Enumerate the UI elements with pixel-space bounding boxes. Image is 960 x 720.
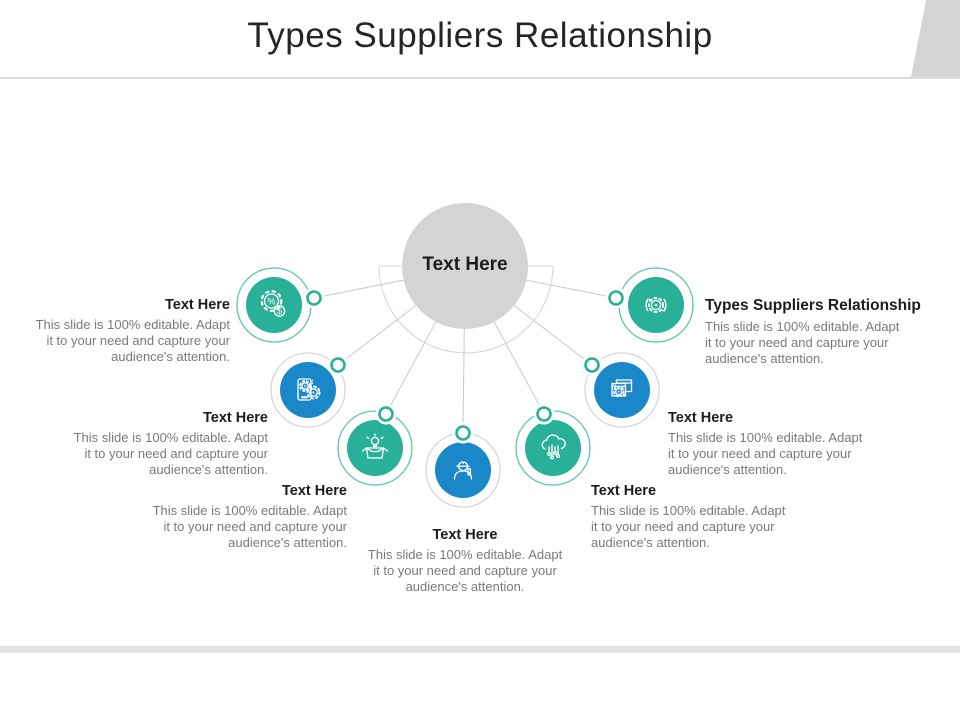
browser-gear-icon <box>611 379 633 398</box>
connector-dot <box>455 425 471 441</box>
svg-text:$: $ <box>277 306 282 316</box>
text-block-right-outer: Types Suppliers Relationship This slide … <box>705 297 937 367</box>
text-block-right-inner: Text Here This slide is 100% editable. A… <box>591 483 787 551</box>
text-block-left-mid: Text Here This slide is 100% editable. A… <box>72 410 268 478</box>
block-heading: Types Suppliers Relationship <box>705 297 921 314</box>
text-block-right-mid: Text Here This slide is 100% editable. A… <box>668 410 864 478</box>
block-description: This slide is 100% editable. Adapt it to… <box>668 430 863 477</box>
node-construction-worker <box>425 422 501 508</box>
block-description: This slide is 100% editable. Adapt it to… <box>591 503 786 550</box>
block-heading: Text Here <box>281 483 347 499</box>
title-divider-line <box>0 77 960 79</box>
connector-dot <box>608 290 624 306</box>
block-heading: Text Here <box>432 527 498 543</box>
block-description: This slide is 100% editable. Adapt it to… <box>73 430 268 477</box>
idea-box-icon <box>361 433 389 459</box>
node-sync-gear <box>605 267 694 343</box>
block-heading: Text Here <box>591 483 657 499</box>
connector-dot <box>306 290 322 306</box>
text-block-left-inner: Text Here This slide is 100% editable. A… <box>151 483 347 551</box>
block-description: This slide is 100% editable. Adapt it to… <box>367 547 563 594</box>
text-block-left-outer: Text Here This slide is 100% editable. A… <box>34 297 230 365</box>
node-cloud-network <box>515 403 591 486</box>
block-description: This slide is 100% editable. Adapt it to… <box>705 319 900 366</box>
hub-label: Text Here <box>422 254 508 275</box>
connector-dot <box>584 357 600 373</box>
block-heading: Text Here <box>668 410 734 426</box>
gear-finance-icon: % $ <box>260 290 286 317</box>
block-heading: Text Here <box>202 410 268 426</box>
slide-title: Types Suppliers Relationship <box>247 16 713 55</box>
svg-text:%: % <box>267 296 275 306</box>
footer-bar <box>0 646 960 653</box>
sync-gear-icon <box>645 297 667 313</box>
node-browser-gear <box>581 352 660 428</box>
connector-dot <box>536 406 552 422</box>
connector-dot <box>378 406 394 422</box>
block-heading: Text Here <box>164 297 230 313</box>
node-mobile-gears <box>270 352 349 428</box>
node-idea-box <box>337 403 413 486</box>
node-gear-finance: % $ <box>236 267 325 343</box>
mobile-gears-icon <box>297 378 321 401</box>
construction-worker-icon <box>453 461 473 480</box>
text-block-center: Text Here This slide is 100% editable. A… <box>354 527 576 595</box>
block-description: This slide is 100% editable. Adapt it to… <box>35 317 230 364</box>
hub-circle <box>402 203 528 329</box>
cloud-network-icon <box>541 434 566 460</box>
connector-dot <box>330 357 346 373</box>
block-description: This slide is 100% editable. Adapt it to… <box>152 503 347 550</box>
